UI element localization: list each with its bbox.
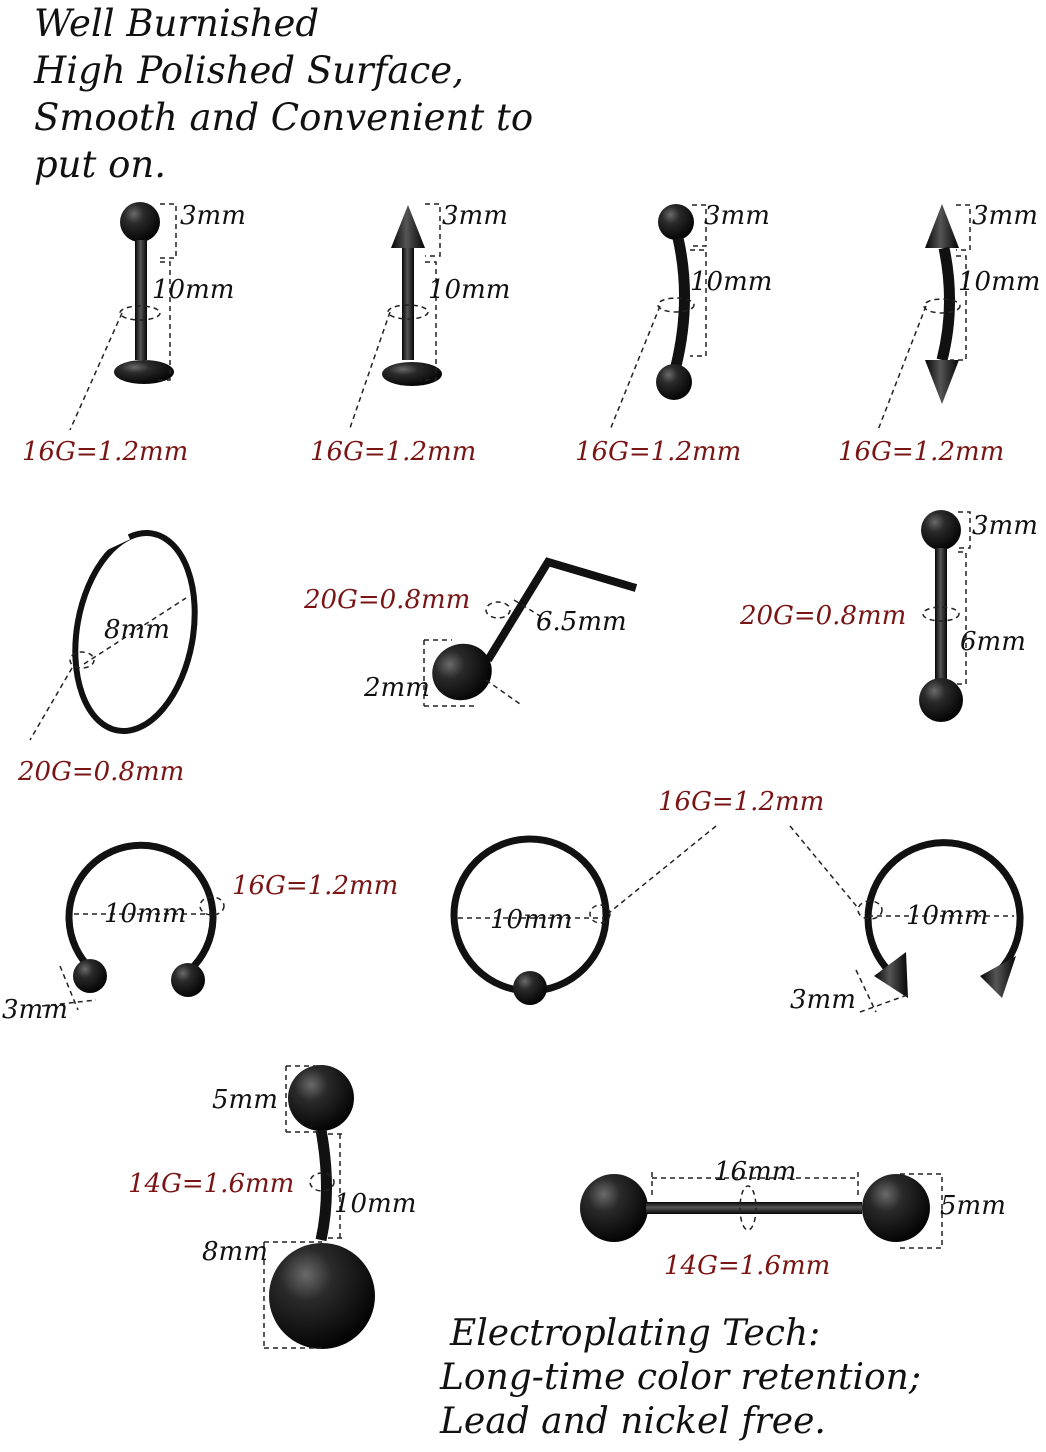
nose-barbell-top-size: 3mm (972, 511, 1038, 541)
curved-barbell-ball-bar (670, 236, 690, 368)
nose-screw-head-size: 2mm (363, 673, 430, 703)
nose-hoop-diameter: 8mm (104, 615, 170, 645)
headline: Well Burnished High Polished Surface, Sm… (34, 0, 533, 188)
labret-ball: 3mm 10mm 16G=1.2mm (22, 201, 246, 467)
labret-ball-top-size: 3mm (180, 201, 246, 231)
horseshoe-spike-size: 3mm (790, 985, 856, 1015)
belly-ring-bottom-ball (269, 1243, 375, 1349)
horseshoe-spike-ring (864, 839, 1024, 975)
straight-barbell-right-ball (862, 1174, 930, 1242)
horseshoe-spike-left (874, 952, 908, 998)
nose-barbell-post (935, 548, 947, 684)
labret-spike-disc (382, 362, 442, 386)
nose-hoop-gauge: 20G=0.8mm (17, 757, 184, 787)
labret-ball-length: 10mm (152, 275, 234, 305)
shared-gauge-label: 16G=1.2mm (658, 787, 824, 817)
straight-barbell-left-ball (580, 1174, 648, 1242)
captive-ring-diameter: 10mm (490, 905, 572, 935)
horseshoe-ball-ring (65, 841, 217, 973)
curved-barbell-ball-bottom (656, 364, 692, 400)
labret-ball-gauge: 16G=1.2mm (22, 437, 188, 467)
straight-barbell-gauge: 14G=1.6mm (664, 1251, 830, 1281)
straight-barbell: 16mm 5mm 14G=1.6mm (580, 1157, 1006, 1281)
nose-screw-gauge: 20G=0.8mm (303, 585, 470, 615)
straight-barbell-bar (646, 1202, 862, 1214)
labret-ball-disc (114, 360, 174, 384)
nose-barbell-bottom (919, 678, 963, 722)
labret-spike-cone (391, 205, 425, 248)
labret-spike-post (402, 248, 414, 360)
horseshoe-ball-right (171, 963, 205, 997)
horseshoe-spike-right (980, 956, 1016, 998)
headline-line-3: Smooth and Convenient to (34, 96, 534, 139)
headline-line-1: Well Burnished (34, 2, 320, 45)
captive-ring-bead (513, 971, 547, 1005)
belly-ring-length: 10mm (334, 1189, 416, 1219)
curved-barbell-ball: 3mm 10mm 16G=1.2mm (575, 201, 772, 467)
curved-barbell-spike-bar (936, 246, 956, 362)
curved-barbell-ball-length: 10mm (690, 267, 772, 297)
labret-spike-gauge: 16G=1.2mm (310, 437, 476, 467)
nose-barbell-length: 6mm (960, 627, 1026, 657)
nose-barbell-gauge: 20G=0.8mm (739, 601, 906, 631)
curved-barbell-ball-gauge: 16G=1.2mm (575, 437, 741, 467)
nose-screw: 20G=0.8mm 6.5mm 2mm (303, 557, 638, 707)
belly-ring-bottom-size: 8mm (202, 1237, 268, 1267)
horseshoe-ball-diameter: 10mm (104, 899, 186, 929)
headline-line-4: put on. (34, 143, 167, 186)
curved-barbell-spike-top (925, 204, 959, 248)
captive-ring: 10mm (450, 835, 611, 1005)
footer-line-2: Long-time color retention; (440, 1357, 921, 1398)
footer: Electroplating Tech: Long-time color ret… (440, 1312, 921, 1444)
belly-ring-top-ball (288, 1065, 354, 1131)
nose-hoop-ring (72, 530, 198, 734)
curved-barbell-spike-bottom (925, 360, 959, 404)
belly-ring-top-size: 5mm (212, 1085, 278, 1115)
straight-barbell-length: 16mm (714, 1157, 796, 1187)
belly-ring: 5mm 14G=1.6mm 10mm 8mm (128, 1065, 416, 1349)
curved-barbell-spike: 3mm 10mm 16G=1.2mm (838, 201, 1040, 467)
nose-screw-length: 6.5mm (536, 607, 627, 637)
labret-spike: 3mm 10mm 16G=1.2mm (310, 201, 510, 467)
horseshoe-spike-diameter: 10mm (906, 901, 988, 931)
horseshoe-ball-size: 3mm (2, 995, 68, 1025)
footer-line-3: Lead and nickel free. (440, 1401, 826, 1442)
labret-spike-length: 10mm (428, 275, 510, 305)
straight-barbell-ball-size: 5mm (940, 1191, 1006, 1221)
labret-spike-top-size: 3mm (442, 201, 508, 231)
curved-barbell-spike-length: 10mm (958, 267, 1040, 297)
nose-barbell-top (921, 510, 961, 550)
headline-line-2: High Polished Surface, (34, 49, 464, 92)
nose-screw-head (432, 643, 492, 701)
nose-barbell: 3mm 20G=0.8mm 6mm (739, 510, 1038, 722)
curved-barbell-ball-top-size: 3mm (704, 201, 770, 231)
belly-ring-bar (315, 1129, 332, 1242)
labret-ball-post (135, 240, 147, 360)
horseshoe-ball-gauge: 16G=1.2mm (232, 871, 398, 901)
curved-barbell-ball-top (658, 204, 694, 240)
nose-screw-wire (484, 557, 638, 663)
horseshoe-ball-left (73, 959, 107, 993)
labret-ball-top (120, 202, 160, 242)
horseshoe-spike: 10mm 3mm (790, 839, 1024, 1015)
footer-line-1: Electroplating Tech: (450, 1313, 821, 1354)
belly-ring-gauge: 14G=1.6mm (128, 1169, 294, 1199)
horseshoe-ball: 16G=1.2mm 10mm 3mm (2, 841, 398, 1025)
curved-barbell-spike-gauge: 16G=1.2mm (838, 437, 1004, 467)
curved-barbell-spike-top-size: 3mm (972, 201, 1038, 231)
nose-hoop: 8mm 20G=0.8mm (17, 524, 198, 787)
